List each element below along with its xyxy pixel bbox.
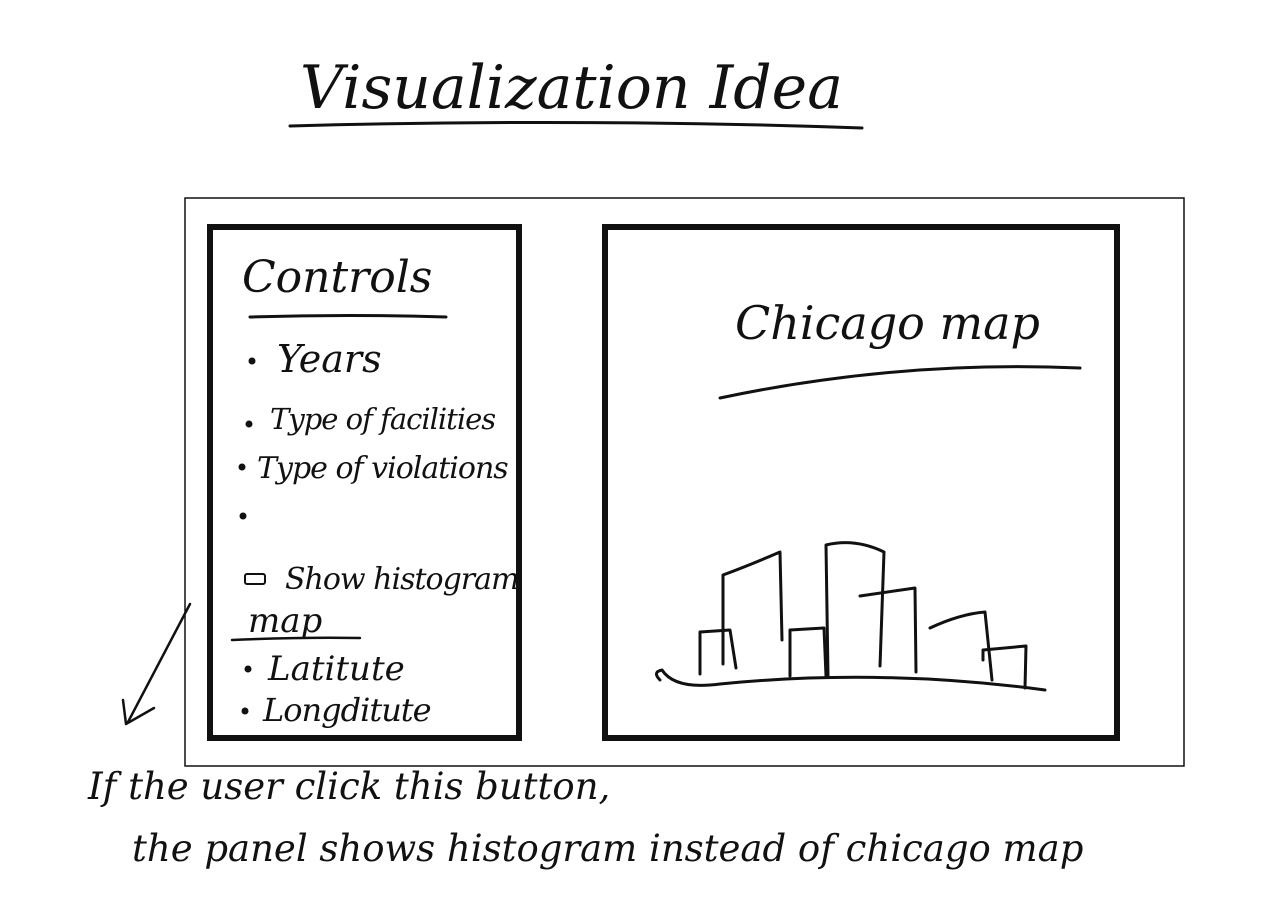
page-title: Visualization Idea bbox=[300, 53, 843, 123]
bullet-longitude bbox=[241, 707, 249, 715]
controls-heading: Controls bbox=[242, 252, 433, 303]
control-item-violations: Type of violations bbox=[257, 451, 509, 486]
outer-frame bbox=[184, 197, 1185, 767]
map-panel-box bbox=[602, 224, 1120, 741]
chicago-map-heading: Chicago map bbox=[735, 296, 1040, 350]
controls-heading-underline bbox=[248, 314, 448, 319]
controls-panel-box bbox=[207, 224, 522, 741]
control-item-years: Years bbox=[277, 337, 382, 381]
skyline-drawing bbox=[655, 541, 1047, 692]
arrow-icon bbox=[121, 602, 192, 726]
control-item-latitude: Latitute bbox=[268, 649, 405, 689]
bullet-empty bbox=[239, 512, 247, 520]
map-section-underline bbox=[230, 636, 362, 642]
bullet-facilities bbox=[245, 420, 253, 428]
title-underline bbox=[288, 120, 864, 130]
bullet-years bbox=[248, 357, 256, 365]
annotation-line-1: If the user click this button, bbox=[88, 765, 611, 808]
control-item-facilities: Type of facilities bbox=[270, 402, 496, 436]
map-section-heading: map bbox=[248, 601, 323, 641]
show-histogram-label: Show histogram bbox=[285, 562, 519, 597]
bullet-latitude bbox=[244, 665, 252, 673]
chicago-map-underline bbox=[718, 365, 1082, 400]
bullet-violations bbox=[238, 463, 246, 471]
annotation-line-2: the panel shows histogram instead of chi… bbox=[132, 827, 1084, 870]
show-histogram-checkbox[interactable] bbox=[244, 573, 266, 585]
control-item-longitude: Longditute bbox=[263, 691, 432, 729]
